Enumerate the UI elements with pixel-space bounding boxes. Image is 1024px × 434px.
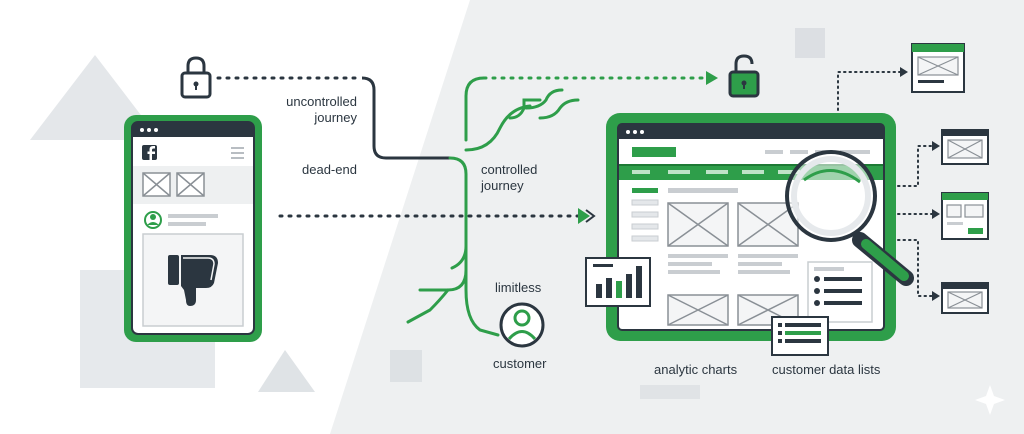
mini-window-3 — [941, 192, 989, 240]
lock-icon — [180, 56, 212, 99]
limitless-label: limitless — [495, 280, 542, 295]
uncontrolled-journey-label: uncontrolled journey — [260, 94, 357, 126]
customer-data-list-card — [771, 316, 829, 356]
facebook-logo — [142, 145, 157, 160]
controlled-label-line1: controlled — [481, 162, 538, 177]
mini-window-4 — [941, 282, 989, 314]
customer-data-lists-label: customer data lists — [772, 362, 881, 377]
uncontrolled-journey-path — [216, 76, 450, 160]
uncontrolled-label-line2: journey — [314, 110, 357, 125]
user-avatar-icon — [499, 302, 545, 348]
dead-end-arrow — [278, 208, 596, 224]
customer-label: customer — [493, 356, 547, 371]
controlled-arrow-top — [482, 71, 718, 85]
analytic-chart-card — [585, 257, 651, 307]
uncontrolled-label-line1: uncontrolled — [286, 94, 357, 109]
phone-mockup — [124, 115, 262, 342]
avatar — [144, 211, 162, 229]
menu-icon — [231, 147, 244, 159]
image-placeholder — [142, 172, 205, 197]
dead-end-label: dead-end — [302, 162, 357, 177]
right-arrowheads — [900, 67, 940, 301]
mini-window-1 — [911, 43, 965, 93]
analytic-charts-label: analytic charts — [654, 362, 738, 377]
magnifying-glass-icon — [785, 150, 914, 286]
controlled-journey-label: controlled journey — [481, 162, 537, 194]
controlled-journey-tree — [406, 76, 580, 337]
unlock-icon — [728, 54, 760, 98]
controlled-label-line2: journey — [481, 178, 524, 193]
right-connectors — [837, 71, 933, 297]
mini-window-2 — [941, 129, 989, 165]
thumbs-down-icon — [168, 255, 218, 306]
